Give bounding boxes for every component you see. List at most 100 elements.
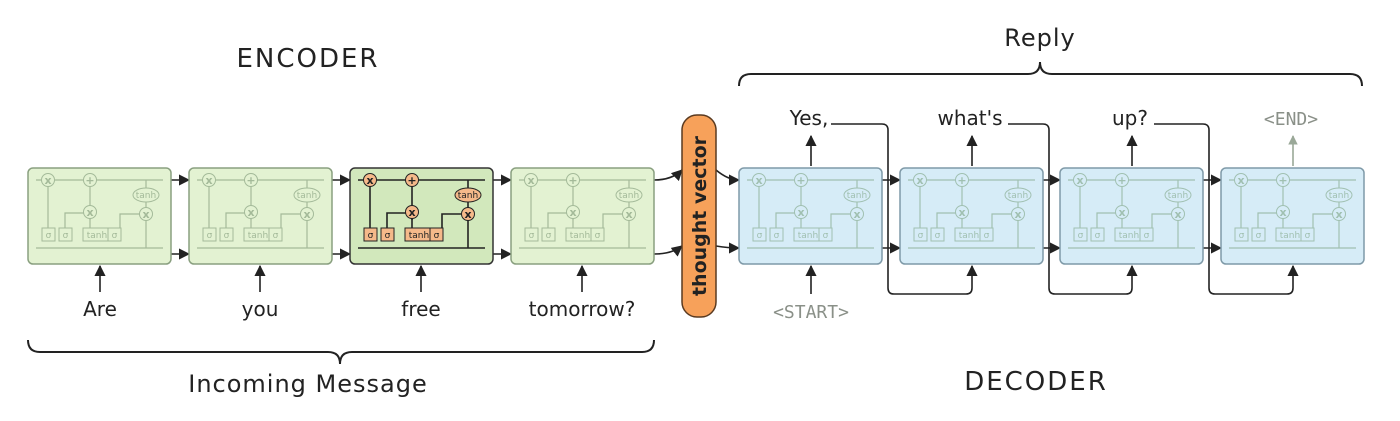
output-gate-wire bbox=[602, 213, 623, 228]
gate-box bbox=[429, 227, 444, 242]
gate-box bbox=[202, 227, 217, 242]
op-label: + bbox=[246, 174, 255, 187]
gate-label: tanh bbox=[798, 231, 818, 241]
op-label: x bbox=[625, 208, 632, 221]
op-node bbox=[524, 173, 538, 187]
op-label: x bbox=[916, 174, 923, 187]
op-label: x bbox=[366, 174, 373, 187]
thought-vector-label: thought vector bbox=[689, 135, 711, 296]
tanh-label: tanh bbox=[1008, 191, 1028, 201]
op-label: x bbox=[464, 208, 471, 221]
gate-box bbox=[1251, 227, 1266, 242]
encoder-heading: ENCODER bbox=[236, 44, 379, 74]
op-node bbox=[566, 173, 580, 187]
encoder-input-word: free bbox=[401, 297, 440, 321]
gate-box bbox=[1139, 227, 1154, 242]
gate-label: tanh bbox=[87, 231, 107, 241]
encoder-input-word: Are bbox=[83, 297, 117, 321]
gate-box bbox=[541, 227, 556, 242]
tanh-label: tanh bbox=[619, 191, 639, 201]
tanh-label: tanh bbox=[297, 191, 317, 201]
op-label: + bbox=[1117, 174, 1126, 187]
gate-box bbox=[268, 227, 283, 242]
op-node bbox=[300, 207, 314, 221]
gate-label: tanh bbox=[959, 231, 979, 241]
gate-box bbox=[1234, 227, 1249, 242]
op-label: x bbox=[205, 174, 212, 187]
incoming-message-label: Incoming Message bbox=[188, 370, 427, 398]
gate-box bbox=[769, 227, 784, 242]
gate-label: σ bbox=[63, 231, 69, 241]
op-node bbox=[405, 205, 419, 219]
op-node bbox=[83, 205, 97, 219]
tanh-label: tanh bbox=[458, 191, 478, 201]
op-label: + bbox=[407, 174, 416, 187]
op-node bbox=[1276, 205, 1290, 219]
encoder-to-thought-bottom bbox=[653, 245, 683, 257]
feedback-loop bbox=[1008, 123, 1138, 295]
op-node bbox=[363, 173, 377, 187]
output-gate-wire bbox=[441, 213, 462, 228]
op-node bbox=[566, 205, 580, 219]
gate-label: σ bbox=[1239, 231, 1245, 241]
gate-box bbox=[363, 227, 378, 242]
decoder-input-token: <START> bbox=[773, 302, 849, 323]
gate-label: σ bbox=[1095, 231, 1101, 241]
decoder-output-word: Yes, bbox=[789, 106, 829, 130]
gate-label: σ bbox=[207, 231, 213, 241]
op-node bbox=[139, 207, 153, 221]
gate-label: σ bbox=[46, 231, 52, 241]
output-gate-wire bbox=[280, 213, 301, 228]
op-label: + bbox=[1278, 174, 1287, 187]
encoder-to-thought-top bbox=[653, 169, 683, 182]
gate-label: tanh bbox=[409, 231, 429, 241]
gate-label: σ bbox=[434, 231, 440, 241]
op-label: x bbox=[1014, 208, 1021, 221]
op-node bbox=[1171, 207, 1185, 221]
gate-label: σ bbox=[1305, 231, 1311, 241]
gate-box bbox=[1073, 227, 1088, 242]
tanh-node bbox=[454, 187, 482, 203]
gate-label: σ bbox=[774, 231, 780, 241]
op-node bbox=[1276, 173, 1290, 187]
op-node bbox=[461, 207, 475, 221]
gate-label: σ bbox=[546, 231, 552, 241]
op-label: x bbox=[1237, 174, 1244, 187]
gate-label: σ bbox=[595, 231, 601, 241]
gate-box bbox=[818, 227, 833, 242]
op-label: x bbox=[853, 208, 860, 221]
op-node bbox=[244, 205, 258, 219]
thought-to-decoder-bottom bbox=[715, 242, 741, 254]
op-label: x bbox=[569, 206, 576, 219]
op-label: x bbox=[755, 174, 762, 187]
gate-label: σ bbox=[529, 231, 535, 241]
encoder-input-word: you bbox=[242, 297, 279, 321]
gate-label: tanh bbox=[1280, 231, 1300, 241]
gate-label: σ bbox=[368, 231, 374, 241]
op-label: + bbox=[957, 174, 966, 187]
op-node bbox=[1332, 207, 1346, 221]
op-label: + bbox=[85, 174, 94, 187]
gate-label: σ bbox=[1256, 231, 1262, 241]
op-node bbox=[1011, 207, 1025, 221]
feedback-loop bbox=[1154, 123, 1299, 295]
decoder-heading: DECODER bbox=[964, 367, 1108, 397]
op-node bbox=[752, 173, 766, 187]
gate-box bbox=[979, 227, 994, 242]
op-node bbox=[622, 207, 636, 221]
gate-box bbox=[524, 227, 539, 242]
op-label: + bbox=[796, 174, 805, 187]
tanh-node bbox=[1164, 187, 1192, 203]
gate-label: σ bbox=[823, 231, 829, 241]
op-label: x bbox=[958, 206, 965, 219]
output-gate-wire bbox=[119, 213, 140, 228]
gate-box bbox=[219, 227, 234, 242]
gate-label: σ bbox=[757, 231, 763, 241]
thought-to-decoder-top bbox=[715, 169, 741, 186]
